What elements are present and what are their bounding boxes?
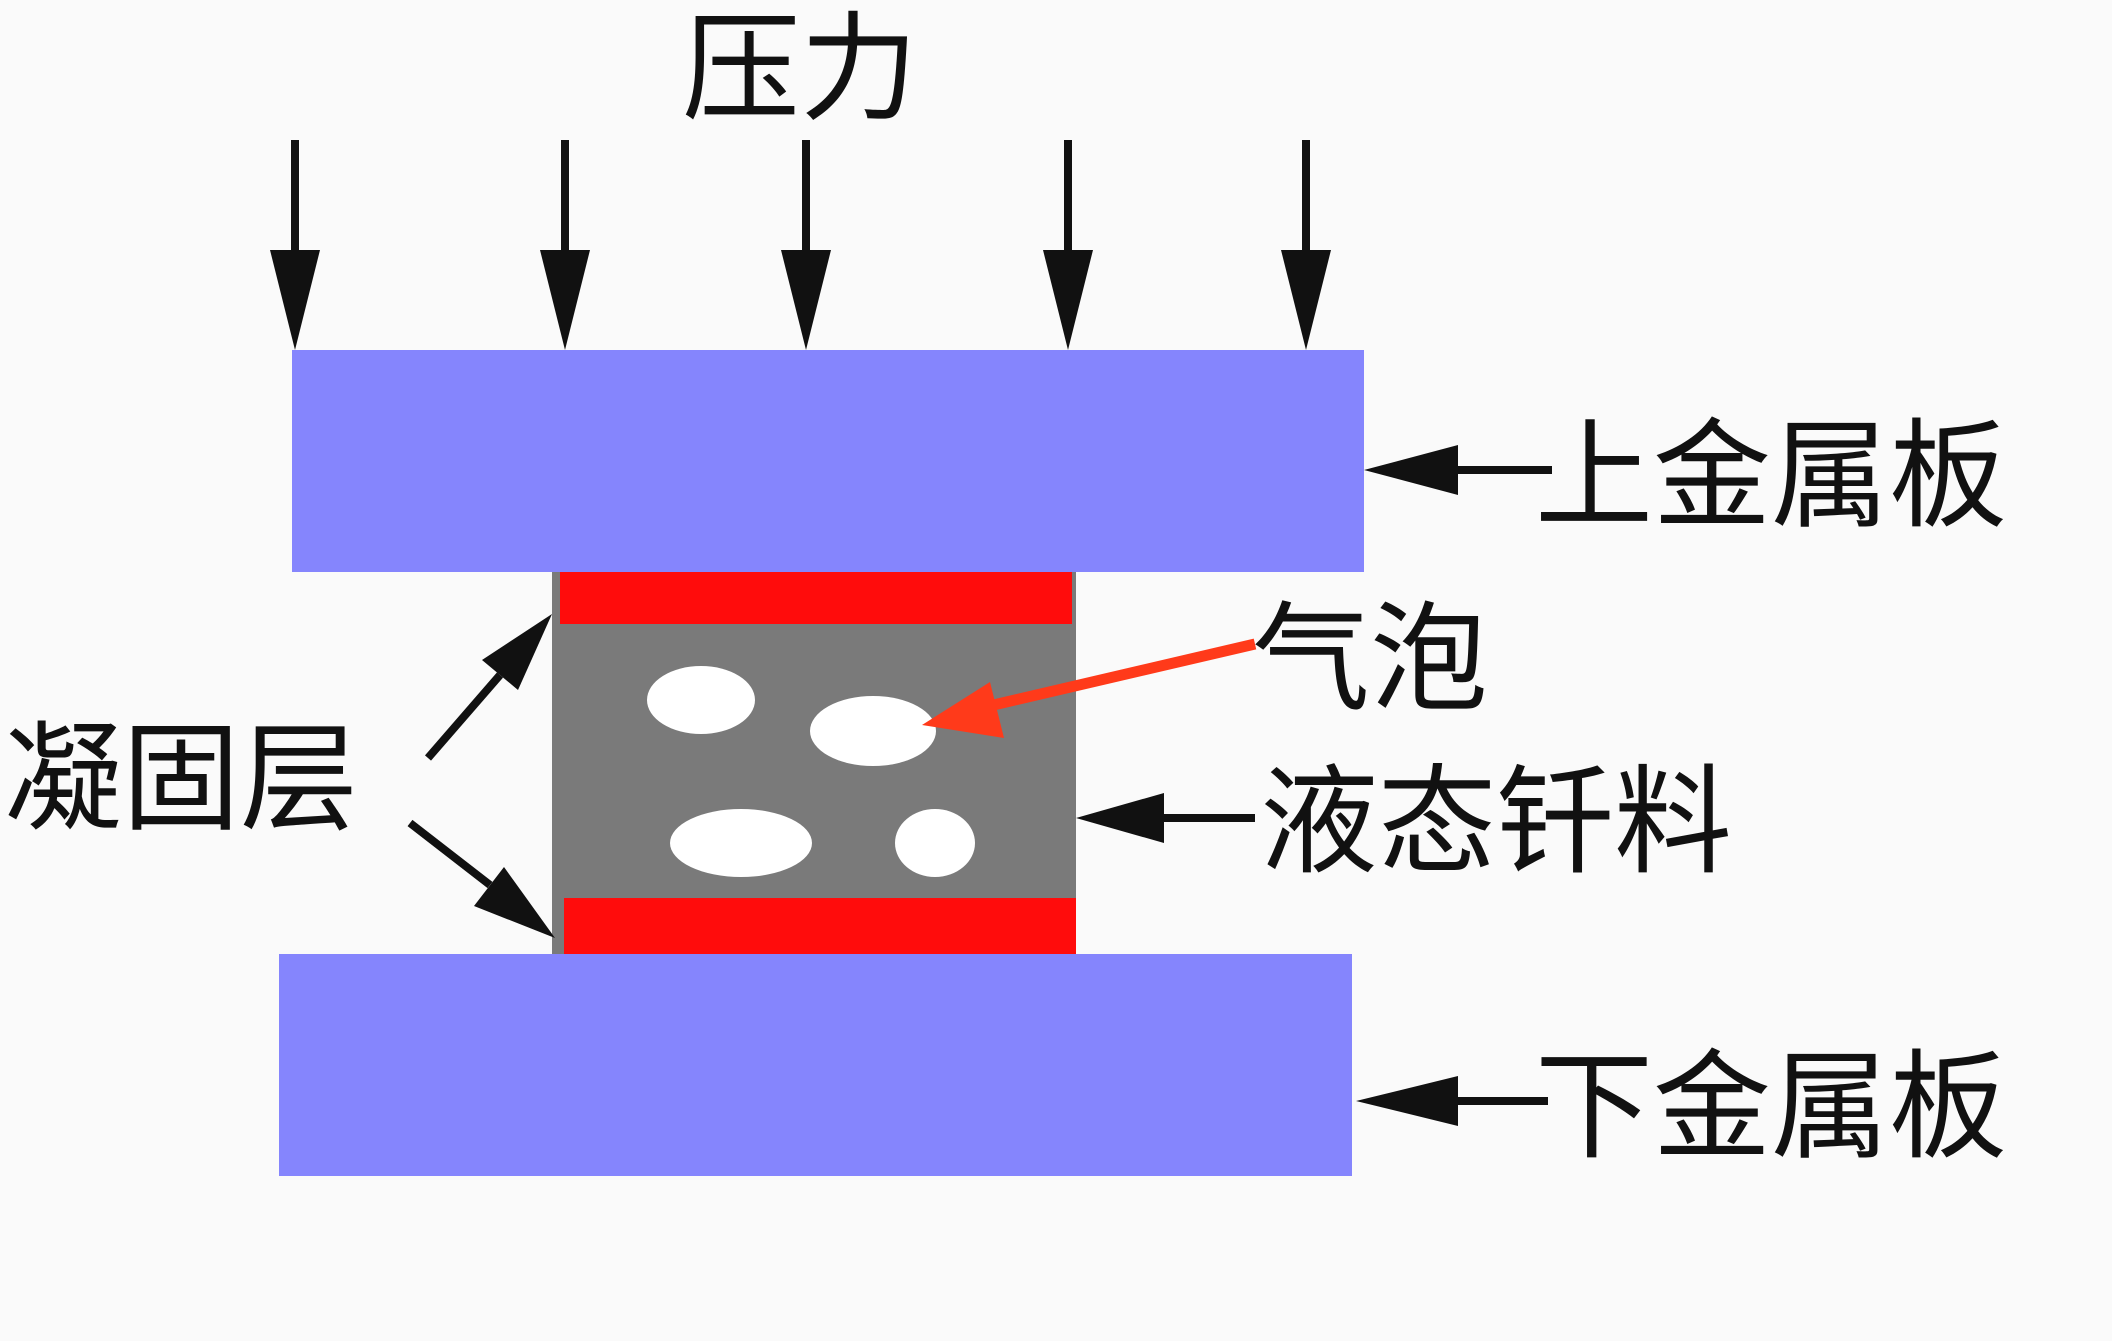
solidified-layer-label: 凝固层 <box>4 710 358 848</box>
solidified-layer-pointer-lower <box>407 819 555 938</box>
bubble <box>895 809 975 877</box>
pressure-arrow <box>270 140 320 350</box>
liquid-solder-pointer <box>1076 793 1255 843</box>
pressure-label: 压力 <box>682 0 918 138</box>
bubble <box>810 696 936 766</box>
pressure-arrow <box>781 140 831 350</box>
lower-plate-label: 下金属板 <box>1535 1038 2007 1176</box>
pressure-arrow <box>1281 140 1331 350</box>
liquid-solder-body <box>552 572 1076 954</box>
bubble-pointer <box>922 638 1257 738</box>
upper-plate-pointer <box>1364 445 1552 495</box>
pressure-arrow <box>1043 140 1093 350</box>
upper-metal-plate <box>292 350 1364 572</box>
bubble <box>647 666 755 734</box>
lower-plate-pointer <box>1356 1076 1548 1126</box>
solidified-layer-pointer-upper <box>424 614 552 761</box>
upper-solidified-layer <box>560 572 1072 624</box>
upper-plate-label: 上金属板 <box>1535 407 2007 545</box>
bubbles <box>647 666 975 877</box>
bubble <box>670 809 812 877</box>
pressure-arrows <box>270 140 1331 350</box>
lower-metal-plate <box>279 954 1352 1176</box>
bubble-label: 气泡 <box>1252 590 1488 728</box>
lower-solidified-layer <box>564 898 1076 954</box>
liquid-solder-label: 液态钎料 <box>1260 753 1732 891</box>
pressure-arrow <box>540 140 590 350</box>
